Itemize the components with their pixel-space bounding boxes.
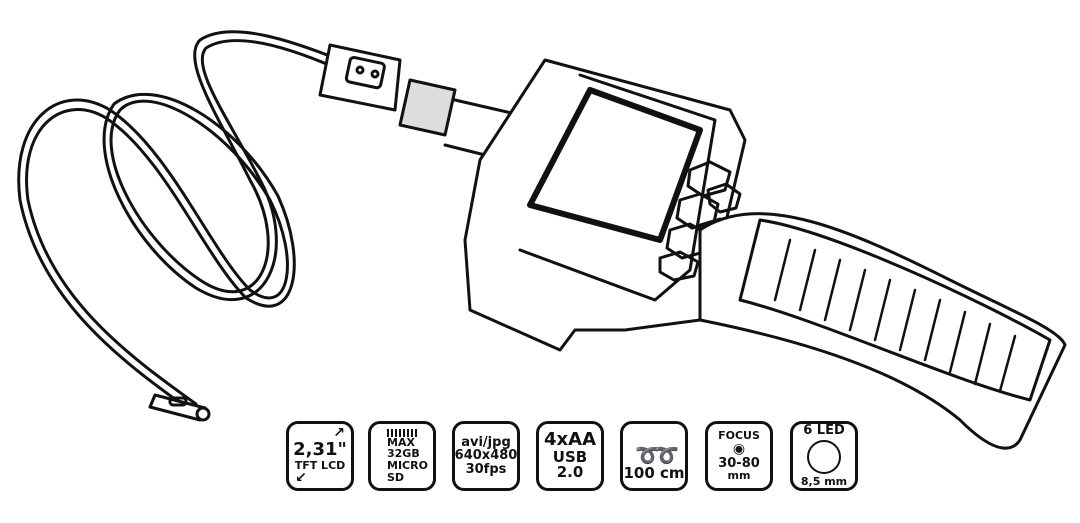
video-resolution: 640x480 [454, 448, 518, 464]
cable-length: 100 cm [623, 464, 685, 483]
video-framerate: 30fps [465, 461, 507, 477]
focus-unit: mm [727, 469, 751, 483]
cable-drawing [17, 30, 342, 412]
badge-cable: ➰➰ 100 cm [620, 421, 688, 491]
sd-line: MAX [387, 435, 415, 449]
eye-icon: ◉ [732, 440, 746, 457]
probe-tip [148, 393, 211, 422]
led-count: 6 LED [803, 423, 845, 439]
coiled-cable-icon: ➰➰ [635, 443, 679, 468]
badge-led: 6 LED 8,5 mm [790, 421, 858, 491]
video-format: avi/jpg [461, 434, 511, 450]
focus-range: 30-80 [718, 455, 760, 471]
screen-type: TFT LCD [294, 458, 346, 472]
badge-focus: FOCUS ◉ 30-80 mm [705, 421, 773, 491]
badge-microsd: MAX 32GB MICRO SD [368, 421, 436, 491]
probe-diameter: 8,5 mm [800, 475, 848, 489]
sd-line: MICRO [387, 459, 428, 472]
badge-screen: ↗ 2,31" TFT LCD ↙ [286, 421, 354, 491]
screen-size: 2,31" [293, 438, 347, 460]
focus-title: FOCUS [718, 429, 760, 443]
device-body [463, 58, 747, 352]
battery-type: 4xAA [544, 428, 596, 450]
grip [698, 212, 1067, 450]
badge-video: avi/jpg 640x480 30fps [452, 421, 520, 491]
badge-power: 4xAA USB 2.0 [536, 421, 604, 491]
usb-version: USB 2.0 [552, 447, 588, 482]
sd-line: SD [387, 470, 405, 484]
diagonal-arrow-icon: ↗ [333, 425, 345, 442]
microsd-card-icon [387, 428, 417, 437]
led-ring-icon [807, 440, 841, 475]
handle-neck [318, 43, 522, 162]
sd-line: 32GB [387, 447, 420, 461]
